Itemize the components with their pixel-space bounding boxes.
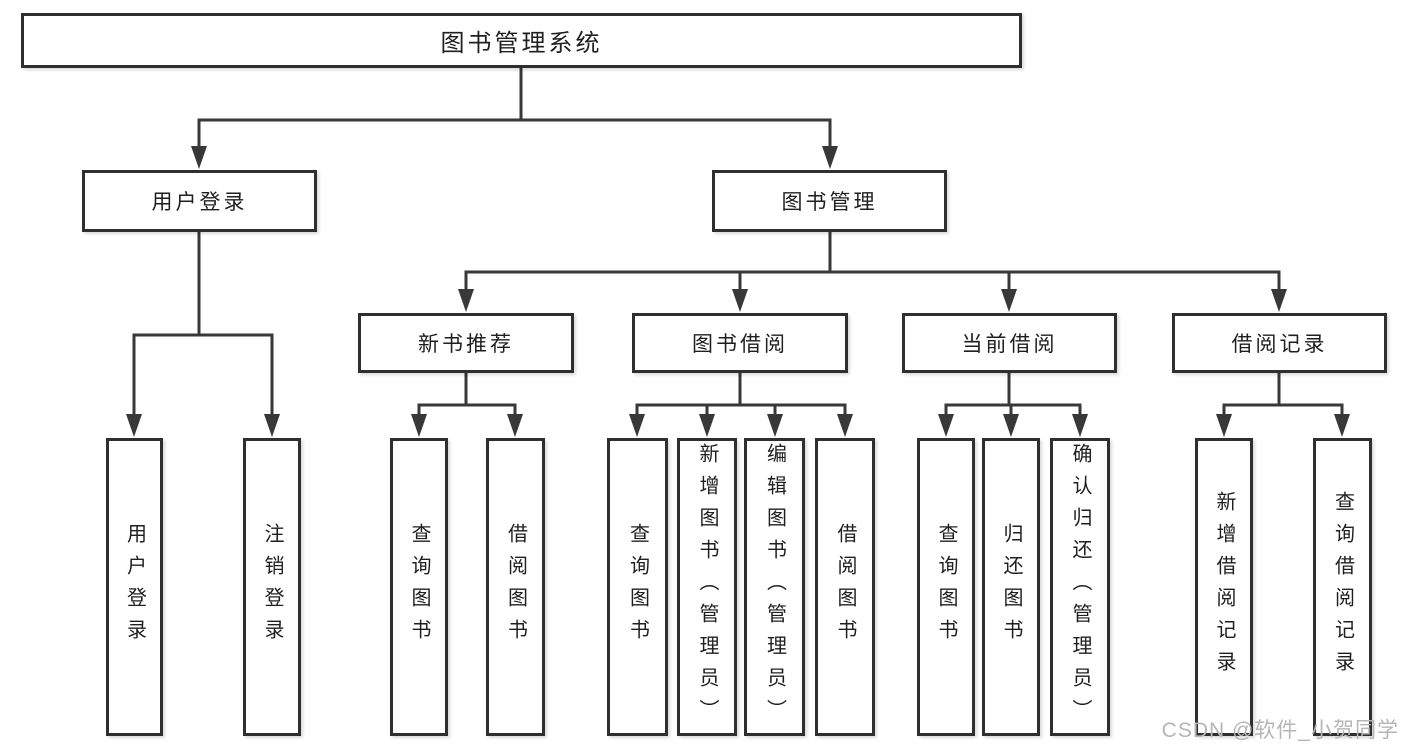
leaf-confirm-return-admin: 确认归还（管理员） bbox=[1050, 438, 1110, 736]
node-library-system: 图书管理系统 bbox=[21, 13, 1022, 68]
arrowheads bbox=[126, 146, 1350, 437]
leaf-query-books-borrow: 查询图书 bbox=[607, 438, 668, 736]
leaf-borrow-books: 借阅图书 bbox=[815, 438, 875, 736]
leaf-borrow-books-recommend: 借阅图书 bbox=[486, 438, 545, 736]
connector-book-mgmt-to-level3 bbox=[464, 232, 1281, 290]
node-book-borrow: 图书借阅 bbox=[632, 313, 848, 373]
leaf-return-books: 归还图书 bbox=[982, 438, 1040, 736]
connector-borrow-records-children bbox=[1222, 373, 1344, 414]
watermark: CSDN @软件_小贺同学 bbox=[1161, 719, 1399, 742]
leaf-add-books-admin: 新增图书（管理员） bbox=[677, 438, 737, 736]
connector-book-borrow-children bbox=[635, 373, 847, 414]
connector-user-login-children bbox=[132, 232, 274, 415]
leaf-user-login: 用户登录 bbox=[106, 438, 163, 736]
connector-root-to-level2 bbox=[197, 68, 832, 147]
node-borrow-records: 借阅记录 bbox=[1172, 313, 1387, 373]
leaf-logout: 注销登录 bbox=[243, 438, 301, 736]
node-new-book-recommend: 新书推荐 bbox=[358, 313, 574, 373]
node-book-management: 图书管理 bbox=[712, 170, 947, 232]
node-user-login: 用户登录 bbox=[82, 170, 317, 232]
leaf-query-borrow-record: 查询借阅记录 bbox=[1313, 438, 1372, 736]
connector-new-book-children bbox=[417, 373, 517, 414]
leaf-edit-books-admin: 编辑图书（管理员） bbox=[744, 438, 805, 736]
connector-current-borrow-children bbox=[944, 373, 1082, 414]
node-current-borrow: 当前借阅 bbox=[902, 313, 1117, 373]
leaf-query-books-current: 查询图书 bbox=[917, 438, 975, 736]
leaf-query-books-recommend: 查询图书 bbox=[390, 438, 448, 736]
leaf-add-borrow-record: 新增借阅记录 bbox=[1195, 438, 1253, 736]
